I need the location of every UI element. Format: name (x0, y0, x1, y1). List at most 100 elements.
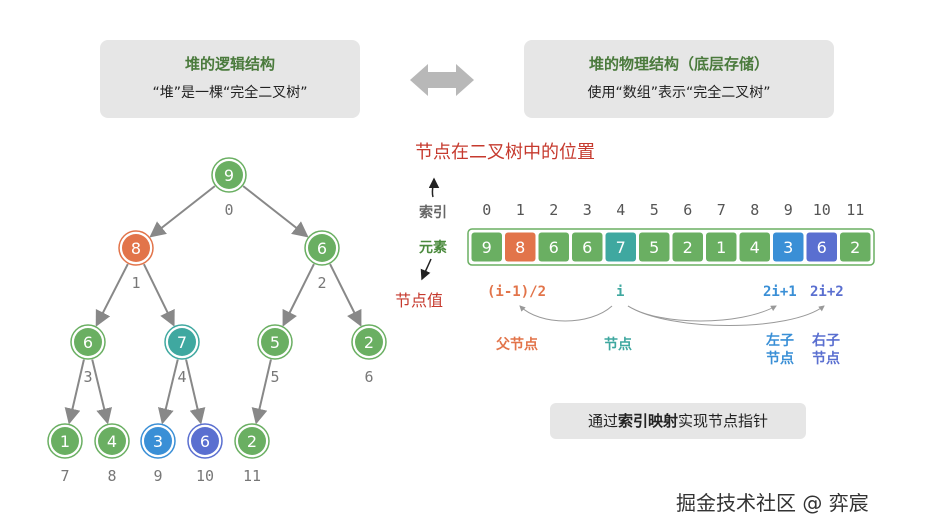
tree-node-index: 1 (131, 274, 140, 292)
tree-node-index: 9 (153, 467, 162, 485)
physical-structure-title: 堆的物理结构（底层存储） (588, 55, 769, 73)
array-index: 1 (516, 201, 525, 219)
logical-structure-subtitle: “堆”是一棵“完全二叉树” (152, 85, 308, 101)
tree-node (74, 328, 102, 356)
left-child-formula: 2i+1 (763, 284, 797, 300)
tree-node-value: 4 (107, 432, 117, 451)
array-cell (471, 232, 502, 262)
self-formula: i (616, 284, 625, 300)
tree-node (261, 328, 289, 356)
array-cell-value: 2 (683, 238, 693, 257)
self-node-label: 节点 (604, 337, 632, 353)
tree-edge (95, 263, 129, 327)
tree-node (308, 234, 336, 262)
tree-node-index: 11 (243, 467, 261, 485)
right-child-label: 右子 节点 (812, 332, 840, 368)
tree-node-value: 9 (224, 166, 234, 185)
element-row-label: 元素 (419, 240, 447, 256)
array-cell-value: 5 (649, 238, 659, 257)
tree-node-index: 0 (224, 201, 233, 219)
array-cell-value: 8 (515, 238, 525, 257)
tree-node-value: 7 (177, 333, 187, 352)
array-index: 0 (482, 201, 491, 219)
tree-node-index: 4 (177, 368, 186, 386)
arrow-to-right-child (627, 305, 825, 326)
arrow-to-left-child (627, 305, 777, 322)
tree-node (355, 328, 383, 356)
array-index: 4 (616, 201, 625, 219)
parent-node-label: 父节点 (496, 337, 538, 353)
left-child-label-line2: 节点 (766, 351, 794, 367)
array-cell-value: 1 (716, 238, 726, 257)
tree-node-value: 1 (60, 432, 70, 451)
physical-structure-subtitle: 使用“数组”表示“完全二叉树” (587, 85, 771, 101)
array-cell (572, 232, 603, 262)
position-title: 节点在二叉树中的位置 (415, 142, 595, 163)
right-child-formula: 2i+2 (810, 284, 844, 300)
tree-node-value: 3 (153, 432, 163, 451)
array-cell (538, 232, 569, 262)
watermark: 掘金技术社区 @ 弈宸 (676, 491, 869, 515)
tree-node (168, 328, 196, 356)
array-cell (773, 232, 804, 262)
array-index: 2 (549, 201, 558, 219)
note-bold: 索引映射 (617, 412, 678, 430)
left-child-label: 左子 节点 (766, 332, 794, 368)
tree-node-value: 2 (364, 333, 374, 352)
array-cell (672, 232, 703, 262)
right-child-label-line2: 节点 (812, 351, 840, 367)
array-cell (639, 232, 670, 262)
tree-node-index: 6 (364, 368, 373, 386)
tree-node-value: 6 (317, 239, 327, 258)
array-cell (706, 232, 737, 262)
array-cell (840, 232, 871, 262)
tree-node-index: 3 (83, 368, 92, 386)
tree-node (144, 427, 172, 455)
tree-edge (143, 263, 175, 327)
tree-node-index: 2 (317, 274, 326, 292)
tree-node (215, 161, 243, 189)
logical-structure-box: 堆的逻辑结构 “堆”是一棵“完全二叉树” (100, 40, 360, 118)
array-index: 9 (784, 201, 793, 219)
down-arrow-icon (420, 258, 432, 281)
left-child-label-line1: 左子 (766, 333, 794, 349)
tree-node-value: 6 (200, 432, 210, 451)
array-index: 7 (717, 201, 726, 219)
array-cell-value: 6 (549, 238, 559, 257)
array-cell (605, 232, 636, 262)
tree-node-value: 6 (83, 333, 93, 352)
note-post: 实现节点指针 (678, 412, 769, 430)
array-cell-value: 9 (482, 238, 492, 257)
tree-edge (329, 263, 362, 327)
array-index: 10 (813, 201, 831, 219)
tree-edge (185, 359, 206, 425)
physical-structure-box: 堆的物理结构（底层存储） 使用“数组”表示“完全二叉树” (524, 40, 834, 118)
array-cell-value: 6 (817, 238, 827, 257)
tree-node (238, 427, 266, 455)
tree-edge (242, 185, 309, 238)
array-index: 8 (750, 201, 759, 219)
tree-node (51, 427, 79, 455)
tree-node-index: 10 (196, 467, 214, 485)
tree-node-value: 8 (131, 239, 141, 258)
parent-formula: (i-1)/2 (487, 284, 547, 300)
tree-edge (157, 359, 179, 425)
tree-edge (91, 359, 112, 425)
tree-edge (64, 359, 85, 425)
array-index: 5 (650, 201, 659, 219)
array-cell-value: 4 (750, 238, 760, 257)
tree-node (98, 427, 126, 455)
array-index: 6 (683, 201, 692, 219)
arrow-to-parent (519, 305, 613, 322)
tree-edge (251, 359, 272, 425)
array-cell-value: 6 (582, 238, 592, 257)
tree-node-value: 5 (270, 333, 280, 352)
tree-node-value: 2 (247, 432, 257, 451)
tree-node-index: 8 (107, 467, 116, 485)
up-arrow-icon (428, 177, 440, 198)
array-cell (505, 232, 536, 262)
tree-node-index: 7 (60, 467, 69, 485)
node-value-label: 节点值 (395, 291, 444, 310)
tree-edge (149, 185, 216, 238)
array-cell (739, 232, 770, 262)
